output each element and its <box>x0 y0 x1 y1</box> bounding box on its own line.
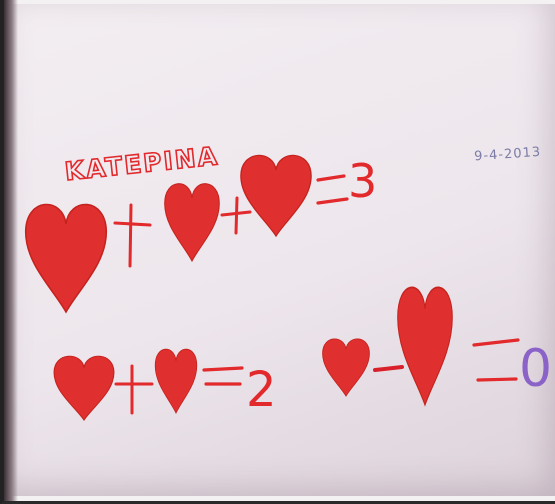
plus-sign-3 <box>114 364 154 415</box>
result-2: 2 <box>246 362 277 418</box>
drawing: KATEPINA 9-4-2013 3 <box>24 140 552 421</box>
heart-7 <box>396 286 454 406</box>
date-label: 9-4-2013 <box>474 145 542 165</box>
result-0: 0 <box>519 339 552 399</box>
heart-6 <box>322 338 370 397</box>
heart-2 <box>164 183 220 262</box>
heart-5 <box>154 348 198 414</box>
plus-sign-2 <box>220 196 252 235</box>
plus-sign-1 <box>113 203 152 268</box>
equals-sign-2 <box>202 366 244 386</box>
minus-sign <box>373 365 404 372</box>
heart-4 <box>53 355 115 421</box>
equals-sign-3 <box>472 338 520 382</box>
equals-sign-1 <box>316 174 349 205</box>
name-label: KATEPINA <box>63 141 220 186</box>
heart-1 <box>24 203 108 313</box>
heart-3 <box>240 154 312 237</box>
result-3: 3 <box>348 154 377 208</box>
left-shadow <box>4 0 18 501</box>
